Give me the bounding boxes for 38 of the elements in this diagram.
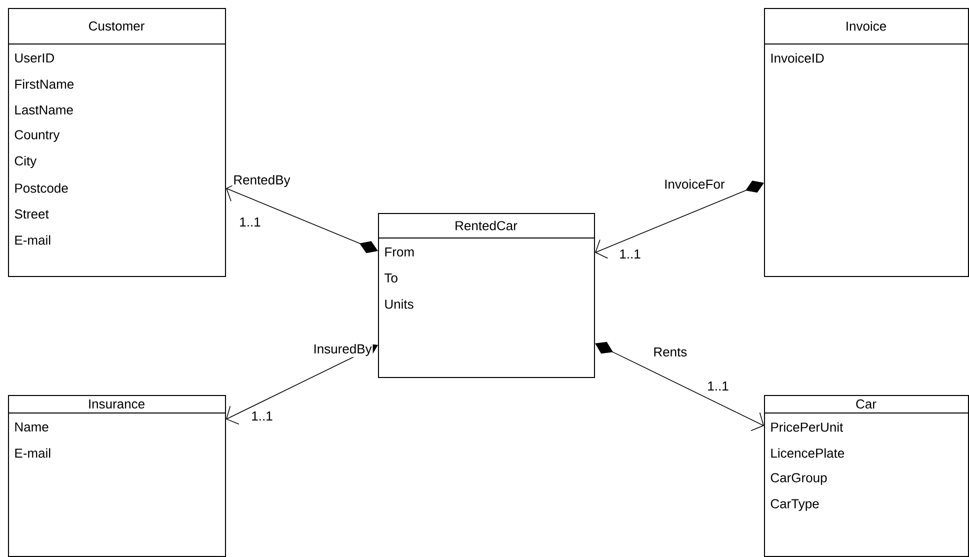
attribute: From — [385, 247, 414, 257]
attribute: CarGroup — [770, 473, 827, 485]
attribute: Street — [14, 209, 49, 219]
attribute: FirstName — [15, 79, 74, 89]
class-box — [378, 213, 595, 378]
attribute: City — [14, 156, 37, 168]
attribute: PricePerUnit — [771, 422, 844, 432]
multiplicity-label: 1..1 — [250, 410, 274, 422]
class-box — [764, 8, 969, 277]
class-box — [8, 8, 226, 277]
class-box — [8, 395, 226, 557]
attribute: Postcode — [15, 183, 68, 193]
class-name: Car — [856, 399, 876, 409]
attribute: E-mail — [15, 448, 50, 458]
attribute: UserID — [15, 53, 54, 63]
multiplicity-label: 1..1 — [706, 380, 730, 392]
attribute: Units — [385, 299, 414, 309]
class-name: Invoice — [846, 21, 886, 31]
edge-label: RentedBy — [232, 174, 292, 188]
class-name: Insurance — [89, 399, 144, 409]
attribute: To — [384, 273, 398, 283]
attribute: Name — [15, 422, 48, 432]
attribute: LicencePlate — [771, 448, 844, 458]
class-name: Customer — [88, 21, 144, 31]
attribute: Country — [14, 130, 60, 142]
attribute: InvoiceID — [771, 53, 824, 63]
composition-arrow — [595, 342, 764, 431]
composition-arrow — [595, 180, 764, 259]
multiplicity-label: 1..1 — [618, 248, 642, 260]
attribute: LastName — [15, 105, 73, 115]
class-name: RentedCar — [456, 220, 518, 230]
class-box — [764, 395, 969, 557]
attribute: CarType — [770, 499, 819, 511]
attribute: E-mail — [15, 235, 50, 245]
edge-label: InvoiceFor — [663, 178, 726, 190]
multiplicity-label: 1..1 — [238, 216, 262, 228]
edge-label: InsuredBy — [312, 342, 373, 358]
edge-label: Rents — [652, 346, 688, 358]
